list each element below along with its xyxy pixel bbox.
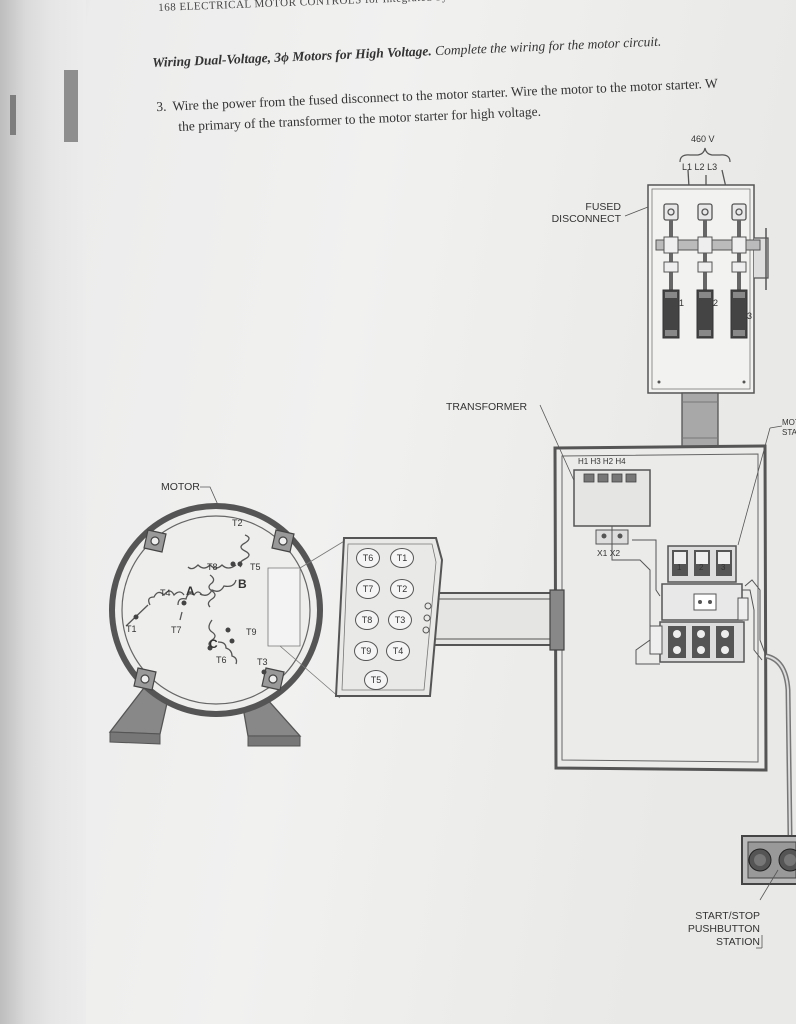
lead-t8: T8: [207, 562, 218, 572]
terminal-lug: T7: [356, 579, 380, 599]
motor-bolts: [133, 529, 295, 691]
page-tab: [64, 70, 78, 142]
fused-label-line1: FUSED: [585, 201, 621, 213]
lead-t2: T2: [232, 518, 243, 528]
fuse-number-2: 2: [713, 298, 719, 308]
pushbutton-label-line3: STATION: [716, 936, 760, 948]
book-page-edges: [0, 0, 86, 1024]
starter-terminal-2: 2: [699, 563, 704, 572]
lead-t7: T7: [171, 625, 182, 635]
supply-voltage-label: 460 V: [691, 134, 715, 144]
motor-starter-label-line2: STAR: [782, 428, 796, 437]
terminal-lug: T8: [355, 610, 379, 630]
terminal-lug: T2: [390, 579, 414, 599]
transformer-secondary-label: X1 X2: [597, 548, 621, 558]
terminal-lug: T4: [386, 641, 410, 661]
page-tab: [10, 95, 16, 135]
motor-label: MOTOR: [161, 481, 200, 493]
fuse-number-3: 3: [747, 311, 753, 321]
terminal-lug: T1: [390, 548, 414, 568]
terminal-lug: T3: [388, 610, 412, 630]
fused-label-line2: DISCONNECT: [551, 213, 621, 225]
pushbutton-station-label: START/STOP PUSHBUTTON STATION: [676, 910, 760, 949]
motor-starter-label: MOT STAR: [782, 418, 796, 438]
starter-terminal-3: 3: [721, 563, 726, 572]
motor-housing: [109, 503, 323, 717]
transformer-primary-label: H1 H3 H2 H4: [578, 457, 626, 466]
fuse-number-1: 1: [679, 298, 685, 308]
pushbutton-label-line2: PUSHBUTTON: [687, 923, 760, 935]
line-labels: L1 L2 L3: [682, 162, 717, 172]
line-l1-label: L1: [682, 162, 693, 172]
starter-contactor: [649, 545, 749, 663]
fuses: [662, 289, 748, 339]
lead-t6: T6: [216, 655, 227, 665]
line-l3-label: L3: [707, 162, 718, 172]
coil-c-label: C: [209, 637, 218, 651]
lead-t4: T4: [160, 588, 171, 598]
motor-starter-enclosure: [553, 444, 768, 772]
lead-t5: T5: [250, 562, 261, 572]
terminal-lug: T6: [356, 548, 380, 568]
conduit: [681, 392, 719, 448]
supply-brace: [679, 147, 731, 163]
lead-t9: T9: [246, 627, 257, 637]
terminal-lug: T5: [364, 670, 388, 690]
lead-t3: T3: [257, 657, 268, 667]
starter-terminal-1: 1: [677, 563, 682, 572]
line-l2-label: L2: [694, 162, 705, 172]
terminal-box-knockouts: [422, 602, 432, 634]
transformer-label: TRANSFORMER: [446, 401, 528, 413]
pushbutton-label-line1: START/STOP: [695, 910, 760, 922]
lead-t1: T1: [126, 624, 137, 634]
coil-b-label: B: [238, 577, 247, 591]
coil-a-label: A: [186, 584, 195, 598]
terminal-lug: T9: [354, 641, 378, 661]
motor-starter-label-line1: MOT: [782, 418, 796, 427]
motor-conduit: [435, 593, 557, 645]
fused-disconnect-label: FUSED DISCONNECT: [541, 201, 621, 225]
